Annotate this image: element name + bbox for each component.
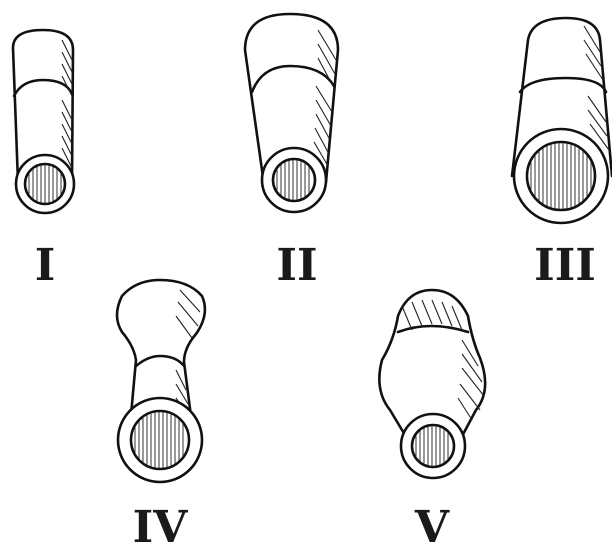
tube-v-side-shading [402,300,484,420]
figure-label-iii: III [520,244,610,288]
tube-i-side-shading [62,40,72,168]
figure-label-ii: II [262,244,332,288]
tube-ii-body [245,14,338,212]
tube-v-body [379,290,485,478]
figure-label-i: I [20,244,70,288]
figure-label-v: V [400,506,464,550]
tube-iv-body [117,280,205,482]
tube-i-body [13,30,74,213]
figure-label-iv: IV [120,506,200,550]
tube-iii-body [512,18,612,223]
